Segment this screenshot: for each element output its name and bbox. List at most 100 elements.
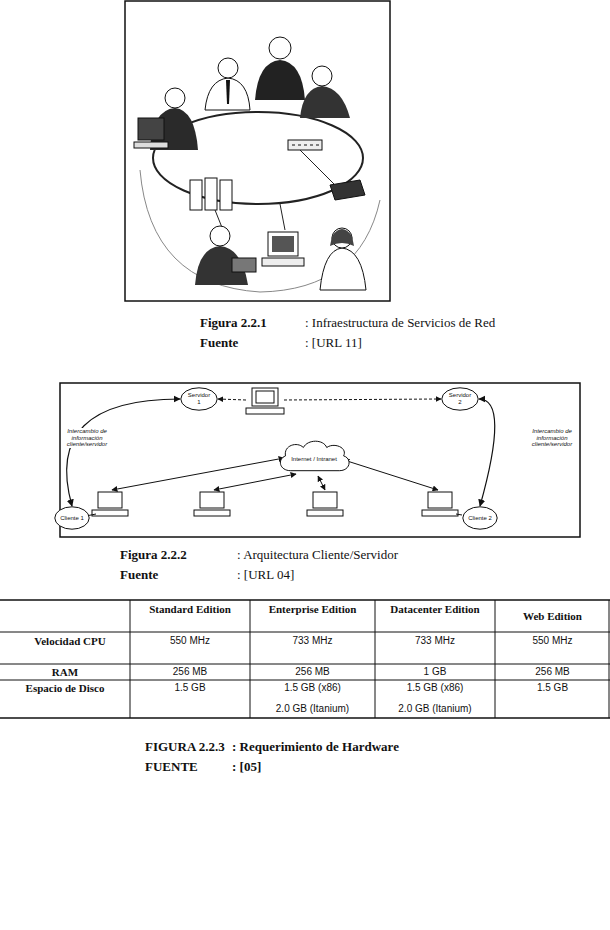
node-label: Servidor 1 — [186, 392, 212, 405]
person — [205, 58, 250, 110]
hub — [288, 140, 322, 150]
client-link — [456, 514, 462, 515]
keyboard — [307, 510, 343, 516]
node-label: Servidor 2 — [447, 392, 473, 405]
edge-label: Intercambio de información cliente/servi… — [528, 428, 576, 448]
table-rule — [609, 600, 610, 718]
node-text-area: Servidor 1 — [180, 387, 218, 411]
person-head — [218, 58, 238, 78]
server-computer — [246, 388, 284, 414]
table-rule — [0, 680, 610, 681]
table-rule — [0, 599, 610, 601]
exchange-arrow — [479, 399, 495, 506]
keyboard — [422, 510, 458, 516]
screen — [256, 391, 274, 403]
background-arc — [140, 170, 380, 292]
table-cell: 1.5 GB — [130, 682, 250, 694]
cloud-outline — [280, 441, 349, 471]
node-label: Cliente 2 — [468, 515, 492, 522]
row-header: Espacio de Disco — [20, 682, 110, 695]
table-rule — [0, 664, 610, 665]
server-tower — [220, 180, 232, 210]
printer — [330, 180, 365, 200]
person-body — [320, 248, 366, 290]
screen — [272, 236, 294, 252]
keyboard — [92, 510, 128, 516]
table-cell: 2.0 GB (Itanium) — [250, 703, 375, 715]
table-header: Web Edition — [495, 610, 610, 623]
circle-outline — [463, 507, 497, 529]
table-grid — [0, 600, 610, 718]
client-circle: Cliente 2 — [462, 506, 498, 530]
table-header: Enterprise Edition — [250, 603, 375, 616]
source-text: : [URL 04] — [237, 568, 437, 583]
server-tower — [190, 180, 202, 210]
monitor — [268, 232, 298, 256]
figure-frame — [60, 383, 580, 537]
monitor — [138, 118, 164, 140]
printer-body — [330, 180, 365, 200]
table-cell: 256 MB — [130, 666, 250, 678]
table-rule — [250, 600, 251, 718]
server-circle: Servidor 2 — [441, 387, 479, 411]
person-tie — [226, 80, 230, 104]
table-rule — [130, 600, 131, 718]
table-cell: 550 MHz — [130, 635, 250, 647]
exchange-arrow — [67, 399, 180, 506]
caption-text: : Infraestructura de Servicios de Red — [305, 316, 565, 331]
table-header: Standard Edition — [130, 603, 250, 616]
hub-body — [288, 140, 322, 150]
server-circle: Servidor 1 — [180, 387, 218, 411]
caption-label: Figura 2.2.1 — [200, 316, 300, 331]
monitor — [313, 492, 337, 508]
caption-label: Figura 2.2.2 — [120, 548, 230, 563]
table-rule — [375, 600, 376, 718]
person — [320, 228, 366, 290]
person-body — [300, 86, 350, 118]
keyboard — [194, 510, 230, 516]
monitor — [200, 492, 224, 508]
table-cell: 1.5 GB (x86) — [375, 682, 495, 694]
computer — [134, 118, 168, 148]
client-circle: Cliente 1 — [54, 506, 90, 530]
edge-label: Intercambio de información cliente/servi… — [64, 428, 110, 448]
dashed-link — [218, 399, 246, 400]
monitor — [428, 492, 452, 508]
monitor — [252, 388, 278, 406]
person-head — [210, 226, 230, 246]
node-label: Internet / Intranet — [291, 456, 337, 463]
person — [300, 66, 350, 118]
source-label: Fuente — [120, 568, 230, 583]
table-rule — [0, 632, 610, 633]
table-header: Datacenter Edition — [375, 603, 495, 616]
table-cell: 2.0 GB (Itanium) — [375, 703, 495, 715]
table-cell: 1.5 GB — [495, 682, 610, 694]
caption-text: : Requerimiento de Hardware — [232, 740, 512, 755]
monitor — [98, 492, 122, 508]
computer — [262, 232, 304, 266]
network-cable — [215, 150, 335, 235]
keyboard — [246, 408, 284, 414]
dashed-link — [284, 399, 441, 400]
hub-ports — [292, 145, 319, 146]
person-head — [312, 66, 332, 86]
source-text: : [URL 11] — [305, 336, 505, 351]
source-label: Fuente — [200, 336, 300, 351]
figure-frame — [125, 1, 390, 301]
table-cell: 256 MB — [495, 666, 610, 678]
row-header: RAM — [0, 666, 130, 679]
circle-outline — [442, 388, 478, 410]
laptop — [232, 258, 256, 272]
cpu-box — [262, 258, 304, 266]
network-link — [112, 458, 284, 490]
caption-label: FIGURA 2.2.3 — [145, 740, 235, 755]
table-rule — [0, 717, 610, 719]
circle-outline — [55, 507, 89, 529]
node-text-area: Cliente 2 — [462, 506, 498, 530]
person — [195, 226, 256, 285]
caption-text: : Arquitectura Cliente/Servidor — [237, 548, 537, 563]
person-body — [205, 78, 250, 110]
server-tower — [205, 178, 217, 210]
source-text: : [05] — [232, 760, 432, 775]
